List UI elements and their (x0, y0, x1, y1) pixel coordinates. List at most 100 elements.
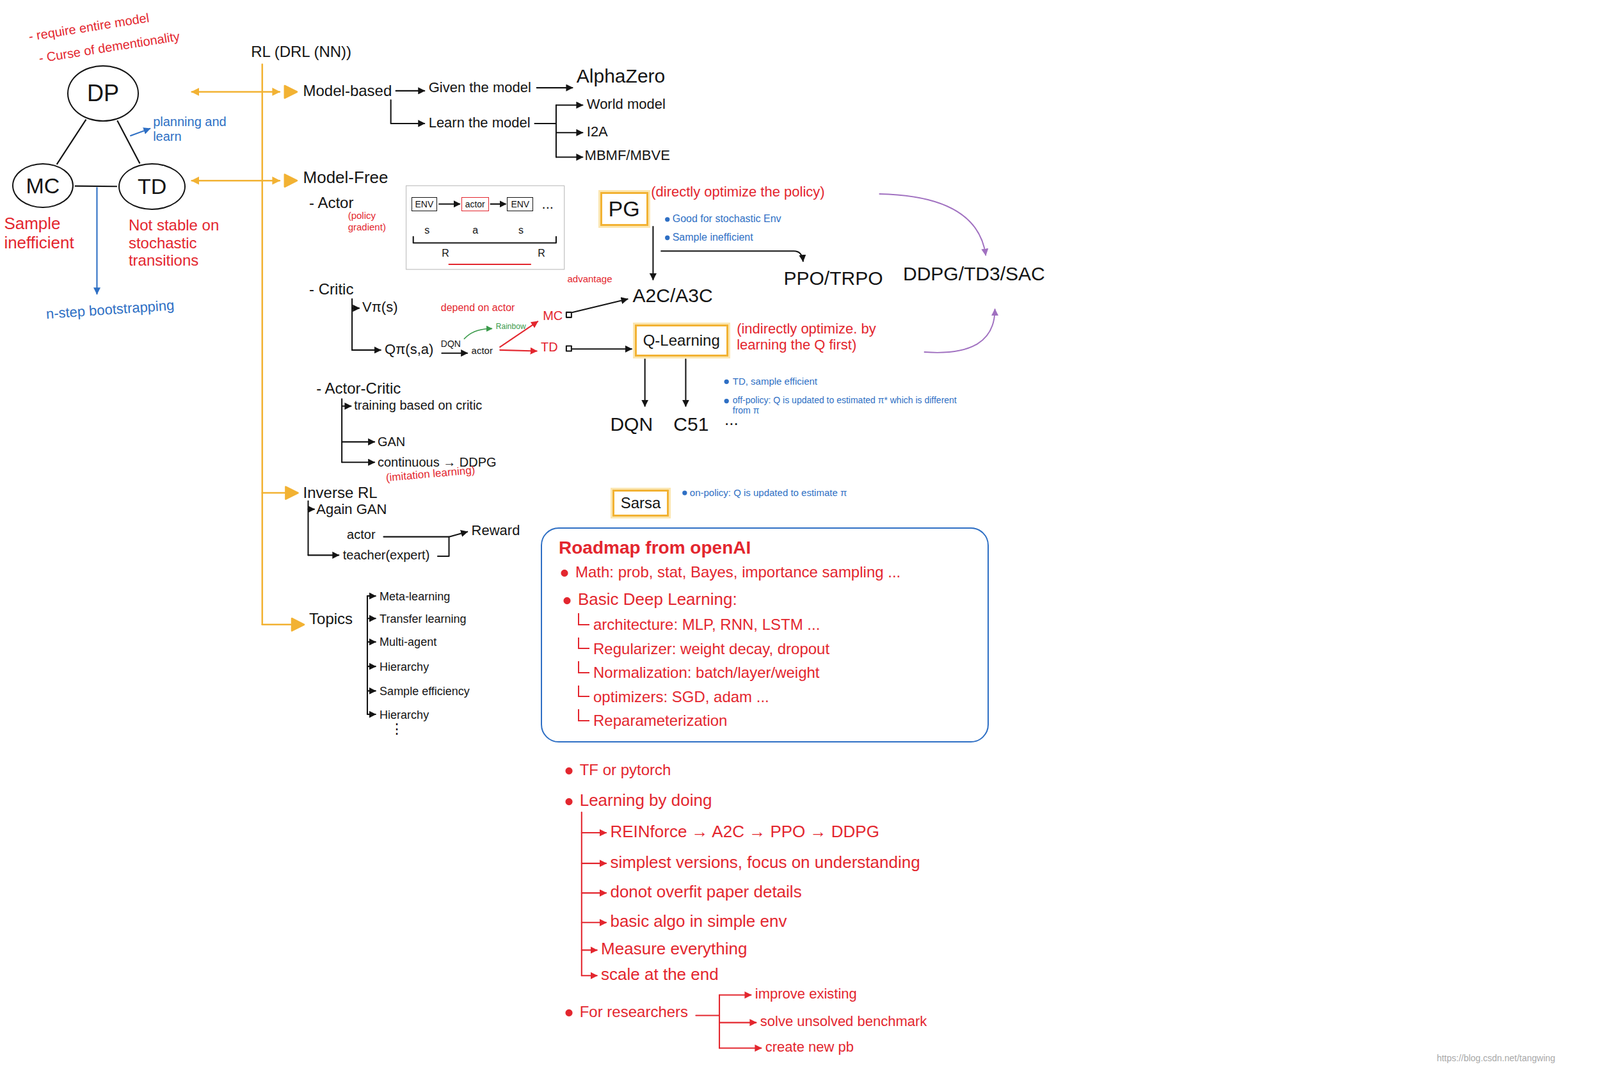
branch-arrow (581, 949, 598, 951)
connector (438, 203, 460, 205)
annotation-text: For researchers (564, 1002, 688, 1021)
branch-arrow (556, 131, 583, 134)
annotation-text: Measure everything (600, 939, 747, 959)
annotation-text: n-step bootstrapping (45, 296, 175, 322)
annotation-text: s (518, 224, 524, 237)
annotation-text: Sample inefficient (672, 231, 754, 244)
annotation-text: Learning by doing (564, 791, 713, 811)
branch-arrow (536, 87, 573, 89)
annotation-text: DDPG/TD3/SAC (903, 263, 1046, 286)
branch-arrow (367, 689, 376, 692)
node-text: actor (465, 199, 486, 210)
bracket (534, 122, 556, 125)
annotation-text: (indirectly optimize. by learning the Q … (736, 320, 919, 354)
reward-line (449, 263, 532, 265)
annotation-text: TD (540, 339, 559, 355)
bracket (366, 595, 368, 715)
branch-arrow (352, 307, 360, 309)
branch-arrow (581, 862, 607, 864)
branch-arrow (341, 440, 375, 443)
bracket (581, 812, 583, 976)
annotation-text: Model-based (303, 81, 393, 100)
branch-arrow (684, 359, 687, 406)
branch-arrow (644, 359, 646, 406)
annotation-text: DQN (609, 413, 653, 436)
illustration-frame (406, 185, 565, 270)
branch-arrow (352, 349, 381, 351)
connector (74, 185, 118, 188)
annotation-text: donot overfit paper details (609, 882, 802, 902)
branch-arrow (581, 892, 607, 894)
annotation-text: Vπ(s) (362, 298, 399, 315)
branch-arrow (367, 617, 376, 619)
tree-trunk (261, 64, 264, 624)
annotation-text: - Actor (309, 193, 354, 212)
small-square (566, 312, 572, 318)
bracket (341, 398, 343, 463)
annotation-text: MC (542, 308, 563, 324)
node-text: DP (87, 80, 120, 107)
bullet-dot (682, 490, 687, 495)
branch-arrow (661, 250, 804, 262)
pointer-arrow (96, 187, 98, 294)
annotation-text: basic algo in simple env (609, 912, 787, 932)
bracket (695, 1014, 720, 1016)
annotation-text: improve existing (755, 985, 857, 1002)
annotation-text: s (424, 224, 430, 237)
node-text: ENV (510, 199, 530, 210)
annotation-text: advantage (567, 273, 612, 285)
actor-box: actor (461, 197, 489, 212)
branch-arrow (581, 832, 607, 834)
annotation-text: simplest versions, focus on understandin… (609, 853, 920, 873)
annotation-text: depend on actor (440, 302, 516, 314)
branch-arrow (396, 90, 425, 92)
annotation-text: (policy gradient) (348, 209, 402, 233)
branch-arrow (367, 595, 376, 597)
annotation-text: Good for stochastic Env (672, 213, 782, 225)
annotation-text: GAN (377, 434, 406, 450)
node-text: Normalization: batch/layer/weight (574, 663, 820, 682)
node-text: Reparameterization (574, 711, 728, 730)
method-box: Q-Learning (634, 324, 729, 357)
annotation-text: REINforce → A2C → PPO → DDPG (609, 822, 879, 842)
branch-arrow (581, 974, 598, 976)
annotation-text: actor (471, 344, 493, 356)
bullet-dot (664, 235, 670, 240)
annotation-text: - Critic (309, 280, 354, 299)
node-text: MC (26, 173, 61, 199)
branch-arrow (572, 348, 632, 350)
annotation-text: PPO/TRPO (783, 267, 883, 290)
annotation-text: Sample efficiency (379, 684, 470, 699)
method-box: PG (600, 192, 649, 226)
annotation-text: I2A (586, 123, 608, 140)
annotation-text: Hierarchy (379, 660, 429, 674)
branch-arrow (341, 461, 375, 463)
branch-arrow (341, 405, 351, 408)
connector (117, 120, 140, 164)
blue-arrows (96, 128, 150, 294)
annotation-text: MBMF/MBVE (584, 147, 671, 164)
annotation-text: off-policy: Q is updated to estimated π*… (732, 394, 963, 416)
env-box: ENV (506, 197, 534, 212)
annotation-text: scale at the end (600, 965, 719, 985)
node-text: architecture: MLP, RNN, LSTM ... (574, 615, 820, 634)
sketch-strokes (96, 64, 995, 1048)
annotation-text: a (472, 224, 479, 237)
circle-node: DP (67, 65, 139, 122)
bracket (555, 104, 557, 157)
annotation-text: Qπ(s,a) (384, 341, 434, 358)
node-text: Sarsa (620, 494, 662, 512)
branch-triangle (284, 85, 297, 98)
branch-triangle (284, 174, 297, 187)
circle-node: TD (118, 163, 186, 210)
tree-branch (262, 492, 285, 495)
branch-triangle (285, 487, 298, 500)
bullet-dot (664, 216, 670, 222)
branch-triangle (291, 618, 304, 631)
roadmap-panel: Roadmap from openAIMath: prob, stat, Bay… (540, 527, 989, 743)
branch-arrow (572, 298, 628, 313)
red-arrows (499, 321, 761, 1048)
branch-arrow (719, 994, 751, 996)
